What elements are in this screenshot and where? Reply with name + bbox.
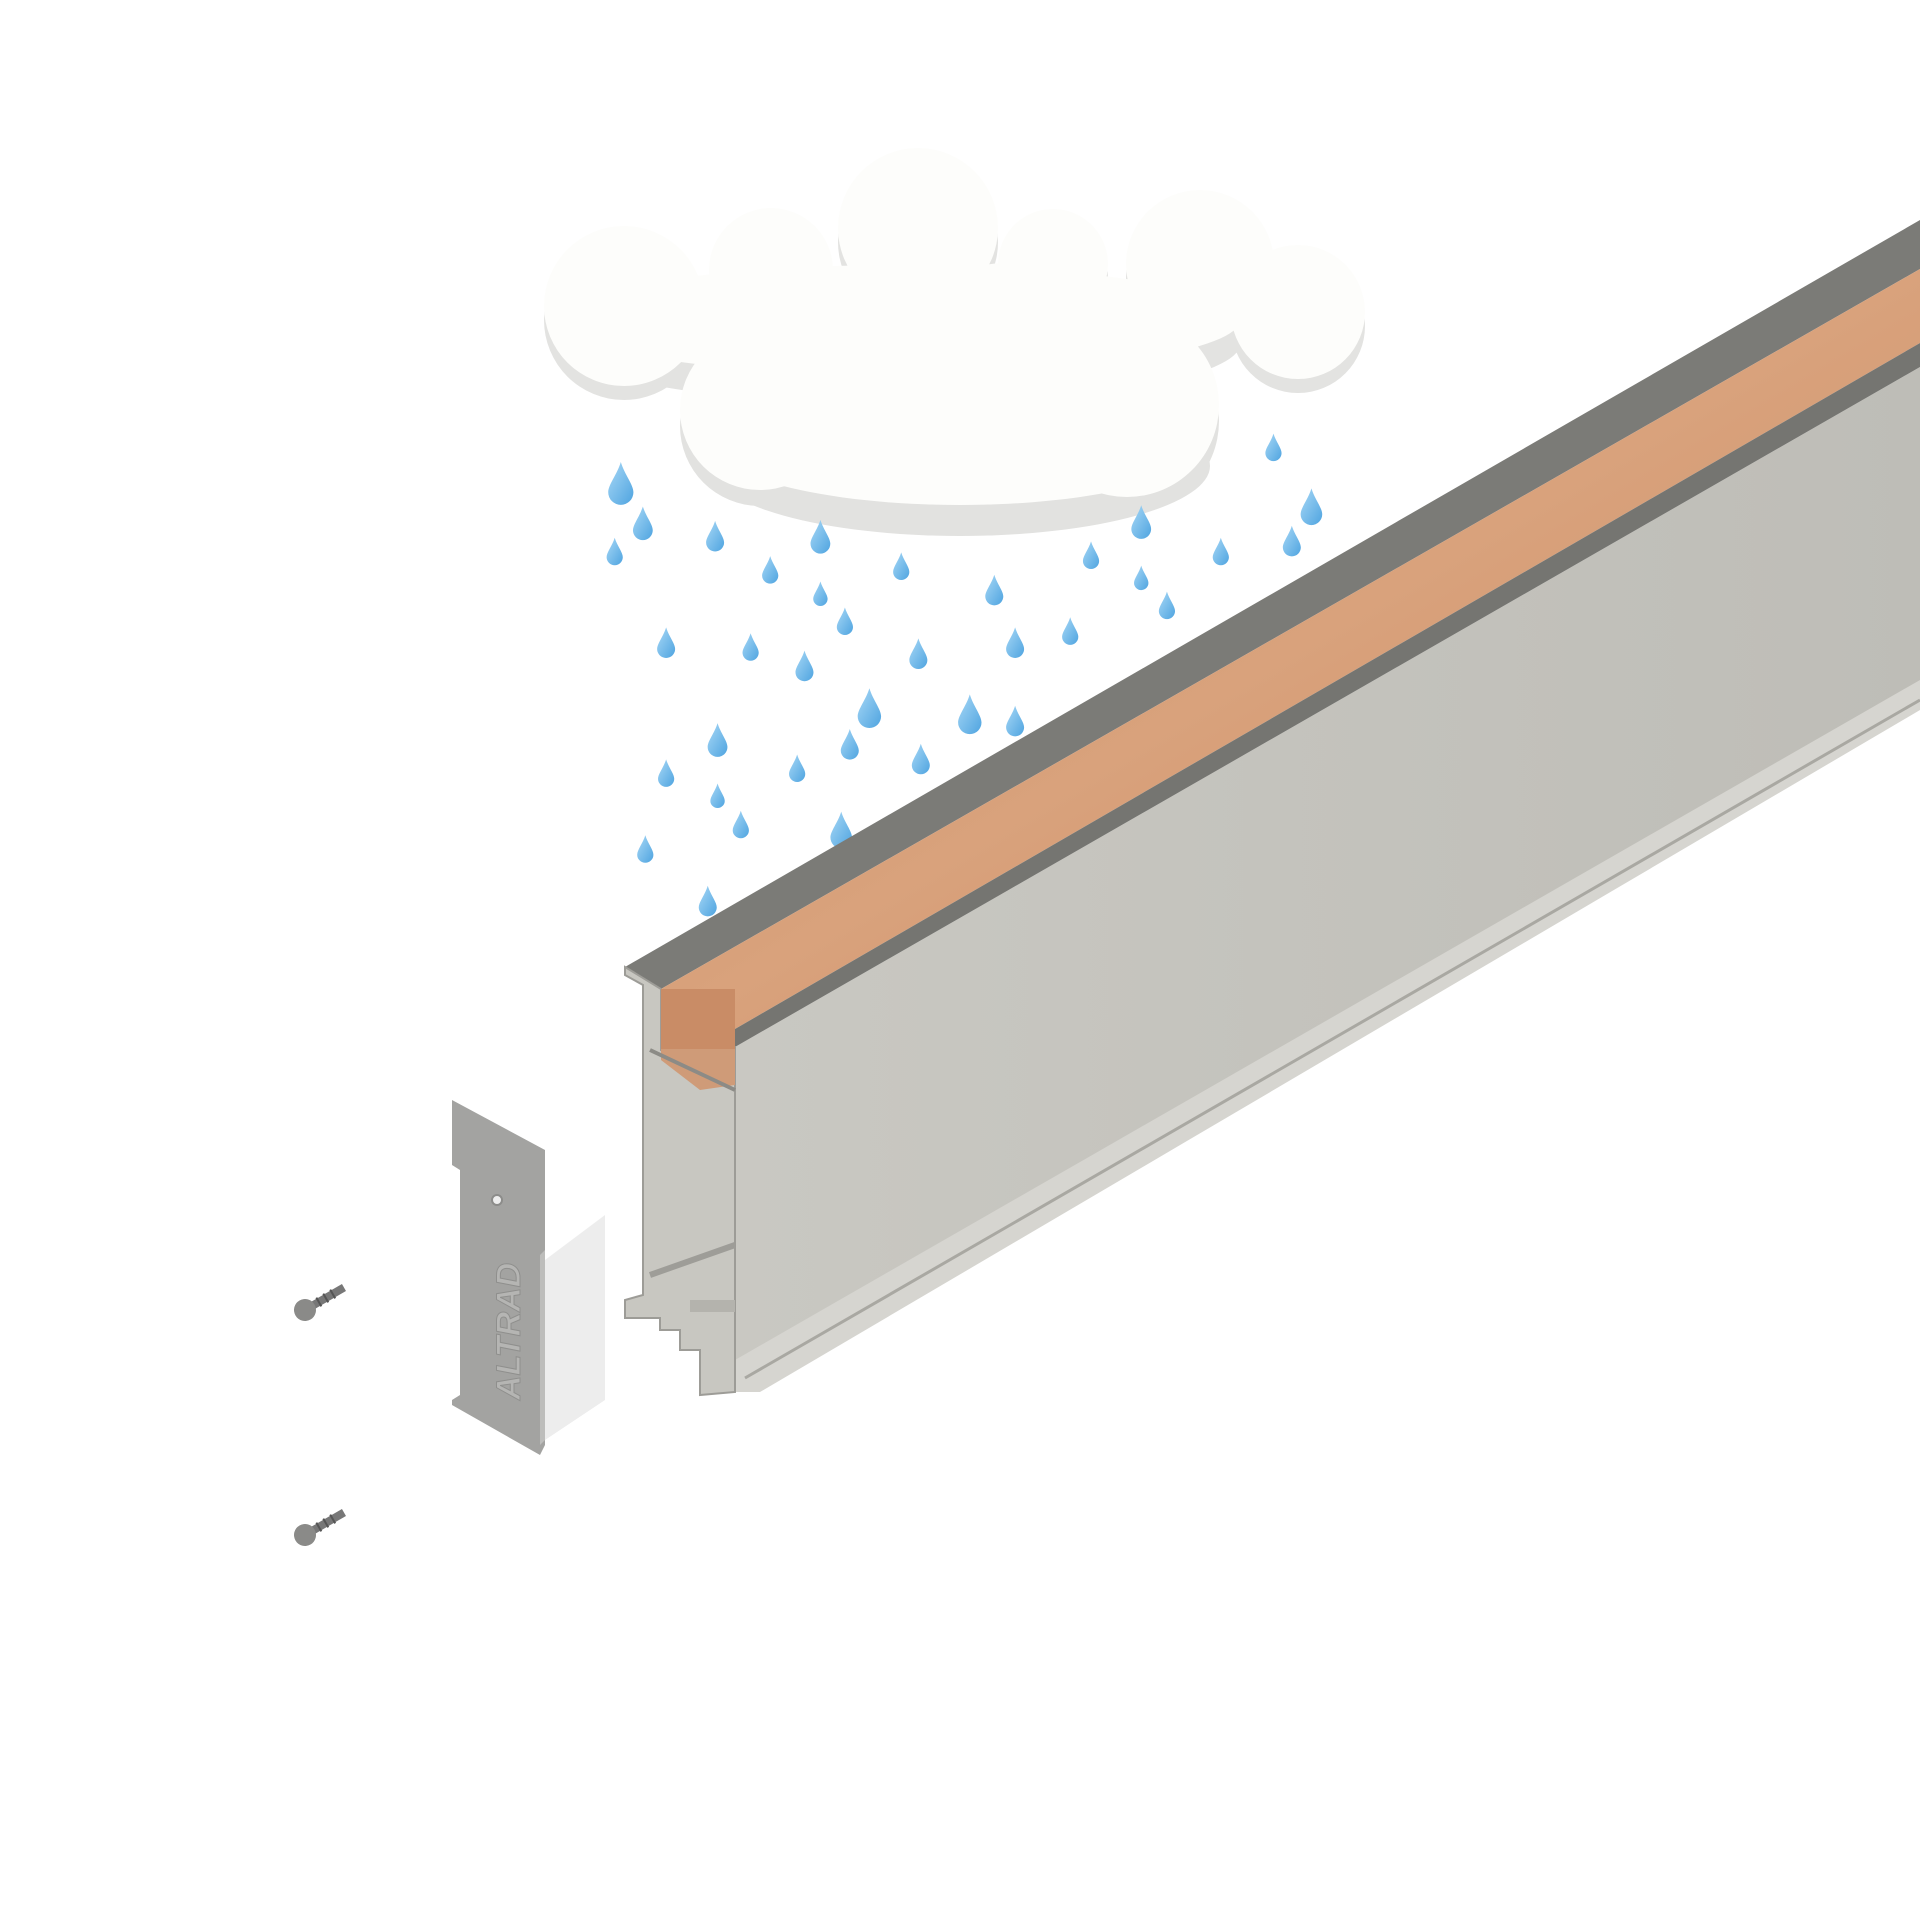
raindrop-icon — [840, 729, 859, 760]
raindrop-icon — [632, 506, 653, 541]
end-cap-logo: ALTRAD — [490, 1263, 528, 1401]
raindrop-icon — [1131, 505, 1152, 539]
raindrop-icon — [1212, 537, 1229, 566]
raindrop-icon — [795, 650, 814, 682]
raindrop-icon — [637, 835, 654, 863]
rain-cloud — [544, 148, 1365, 536]
raindrop-icon — [732, 810, 749, 839]
raindrop-icon — [710, 783, 725, 809]
raindrop-icon — [1158, 591, 1176, 620]
screw-top — [294, 1284, 346, 1321]
raindrop-icon — [1134, 565, 1149, 591]
raindrop-icon — [1006, 627, 1025, 658]
raindrop-icon — [893, 552, 910, 580]
end-cap: ALTRAD — [452, 1100, 605, 1455]
raindrop-icon — [810, 519, 831, 554]
raindrop-icon — [958, 694, 982, 735]
raindrops — [606, 433, 1323, 917]
raindrop-icon — [909, 638, 928, 669]
raindrop-icon — [658, 759, 675, 787]
aluminium-profile — [624, 220, 1920, 1397]
raindrop-icon — [813, 581, 828, 606]
raindrop-icon — [1265, 433, 1282, 462]
raindrop-icon — [657, 627, 676, 658]
raindrop-icon — [1062, 617, 1079, 645]
raindrop-icon — [789, 754, 806, 782]
raindrop-icon — [857, 688, 882, 729]
raindrop-icon — [1282, 525, 1301, 557]
wood-insert-end — [661, 989, 735, 1049]
raindrop-icon — [698, 885, 717, 917]
profile-top-rail-right — [715, 343, 1920, 1047]
raindrop-icon — [911, 743, 930, 775]
raindrop-icon — [1006, 705, 1025, 737]
wood-insert-top — [661, 269, 1920, 1029]
profile-front-face — [735, 367, 1920, 1385]
raindrop-icon — [608, 462, 634, 505]
screw-bottom — [294, 1509, 346, 1546]
raindrop-icon — [706, 520, 725, 552]
raindrop-icon — [836, 607, 853, 636]
raindrop-icon — [1300, 488, 1323, 526]
raindrop-icon — [707, 723, 728, 757]
profile-top-rail — [625, 220, 1920, 989]
raindrop-icon — [762, 556, 779, 584]
raindrop-icon — [985, 574, 1004, 606]
raindrop-icon — [742, 633, 759, 661]
raindrop-icon — [1082, 541, 1100, 569]
raindrop-icon — [606, 537, 623, 566]
front-cloud — [680, 263, 1219, 536]
